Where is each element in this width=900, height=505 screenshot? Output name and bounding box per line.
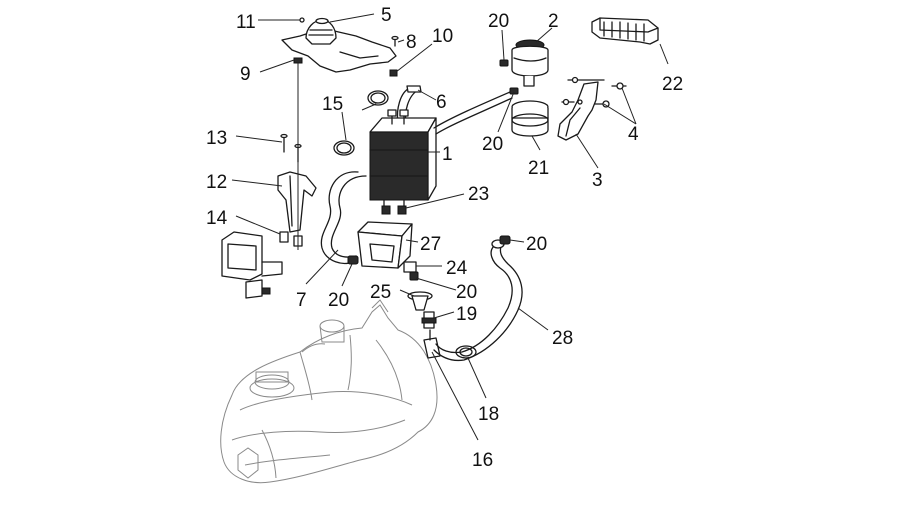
part-18-clamp	[455, 345, 477, 359]
part-20-clamp-centre	[409, 271, 419, 281]
part-21-strap	[511, 100, 549, 137]
callout-9: 9	[240, 64, 251, 85]
callout-3: 3	[592, 170, 603, 191]
callout-24: 24	[446, 258, 468, 279]
callout-18: 18	[478, 404, 499, 425]
part-19-hose-piece	[421, 311, 437, 329]
part-20-clamp-right	[499, 235, 511, 245]
callout-13: 13	[206, 128, 227, 149]
callout-4: 4	[628, 124, 639, 145]
callout-20-right: 20	[526, 234, 547, 255]
part-10-nut	[389, 69, 398, 77]
part-24-connector	[403, 261, 417, 273]
callout-10: 10	[432, 26, 453, 47]
callout-21: 21	[528, 158, 549, 179]
part-15-clamps	[333, 90, 389, 156]
callout-20-left: 20	[328, 290, 349, 311]
part-25-fitting	[407, 291, 433, 311]
callout-27: 27	[420, 234, 441, 255]
callout-16: 16	[472, 450, 493, 471]
callout-20-upper: 20	[488, 11, 509, 32]
callout-11: 11	[236, 12, 256, 33]
callout-19: 19	[456, 304, 477, 325]
part-22-rubber-block	[591, 17, 659, 45]
callout-12: 12	[206, 172, 227, 193]
callout-23: 23	[468, 184, 489, 205]
part-7-hose	[320, 171, 367, 265]
callout-2: 2	[548, 11, 559, 32]
part-20-clamp-left	[347, 255, 359, 265]
callout-7: 7	[296, 290, 307, 311]
part-27-box	[357, 205, 413, 269]
callout-20-centre: 20	[456, 282, 477, 303]
part-3-bracket	[557, 81, 599, 141]
part-2-valve	[511, 39, 549, 87]
vent-hose-upper	[433, 91, 513, 135]
callout-28: 28	[552, 328, 573, 349]
leader-lines	[231, 13, 669, 441]
part-12-bracket	[277, 171, 317, 233]
callout-15: 15	[322, 94, 343, 115]
callout-labels: 11 5 8 10 9 20 2 22 15 6 4 13 1 20 21 3 …	[206, 5, 683, 471]
callout-22: 22	[662, 74, 683, 95]
part-16-valve	[423, 329, 441, 359]
callout-8: 8	[406, 32, 417, 53]
callout-25: 25	[370, 282, 391, 303]
part-14-plate	[221, 231, 303, 299]
part-11-screw	[299, 17, 305, 23]
part-20-clamp-mid	[509, 87, 519, 95]
part-8-screw	[391, 35, 399, 47]
part-5-cover-plate	[281, 17, 397, 73]
callout-5: 5	[381, 5, 392, 26]
callout-14: 14	[206, 208, 228, 229]
callout-1: 1	[442, 144, 453, 165]
callout-20-mid: 20	[482, 134, 503, 155]
fuel-tank	[220, 299, 438, 484]
part-1-canister	[369, 109, 437, 211]
callout-6: 6	[436, 92, 447, 113]
part-20-clamp-upper	[499, 59, 509, 67]
